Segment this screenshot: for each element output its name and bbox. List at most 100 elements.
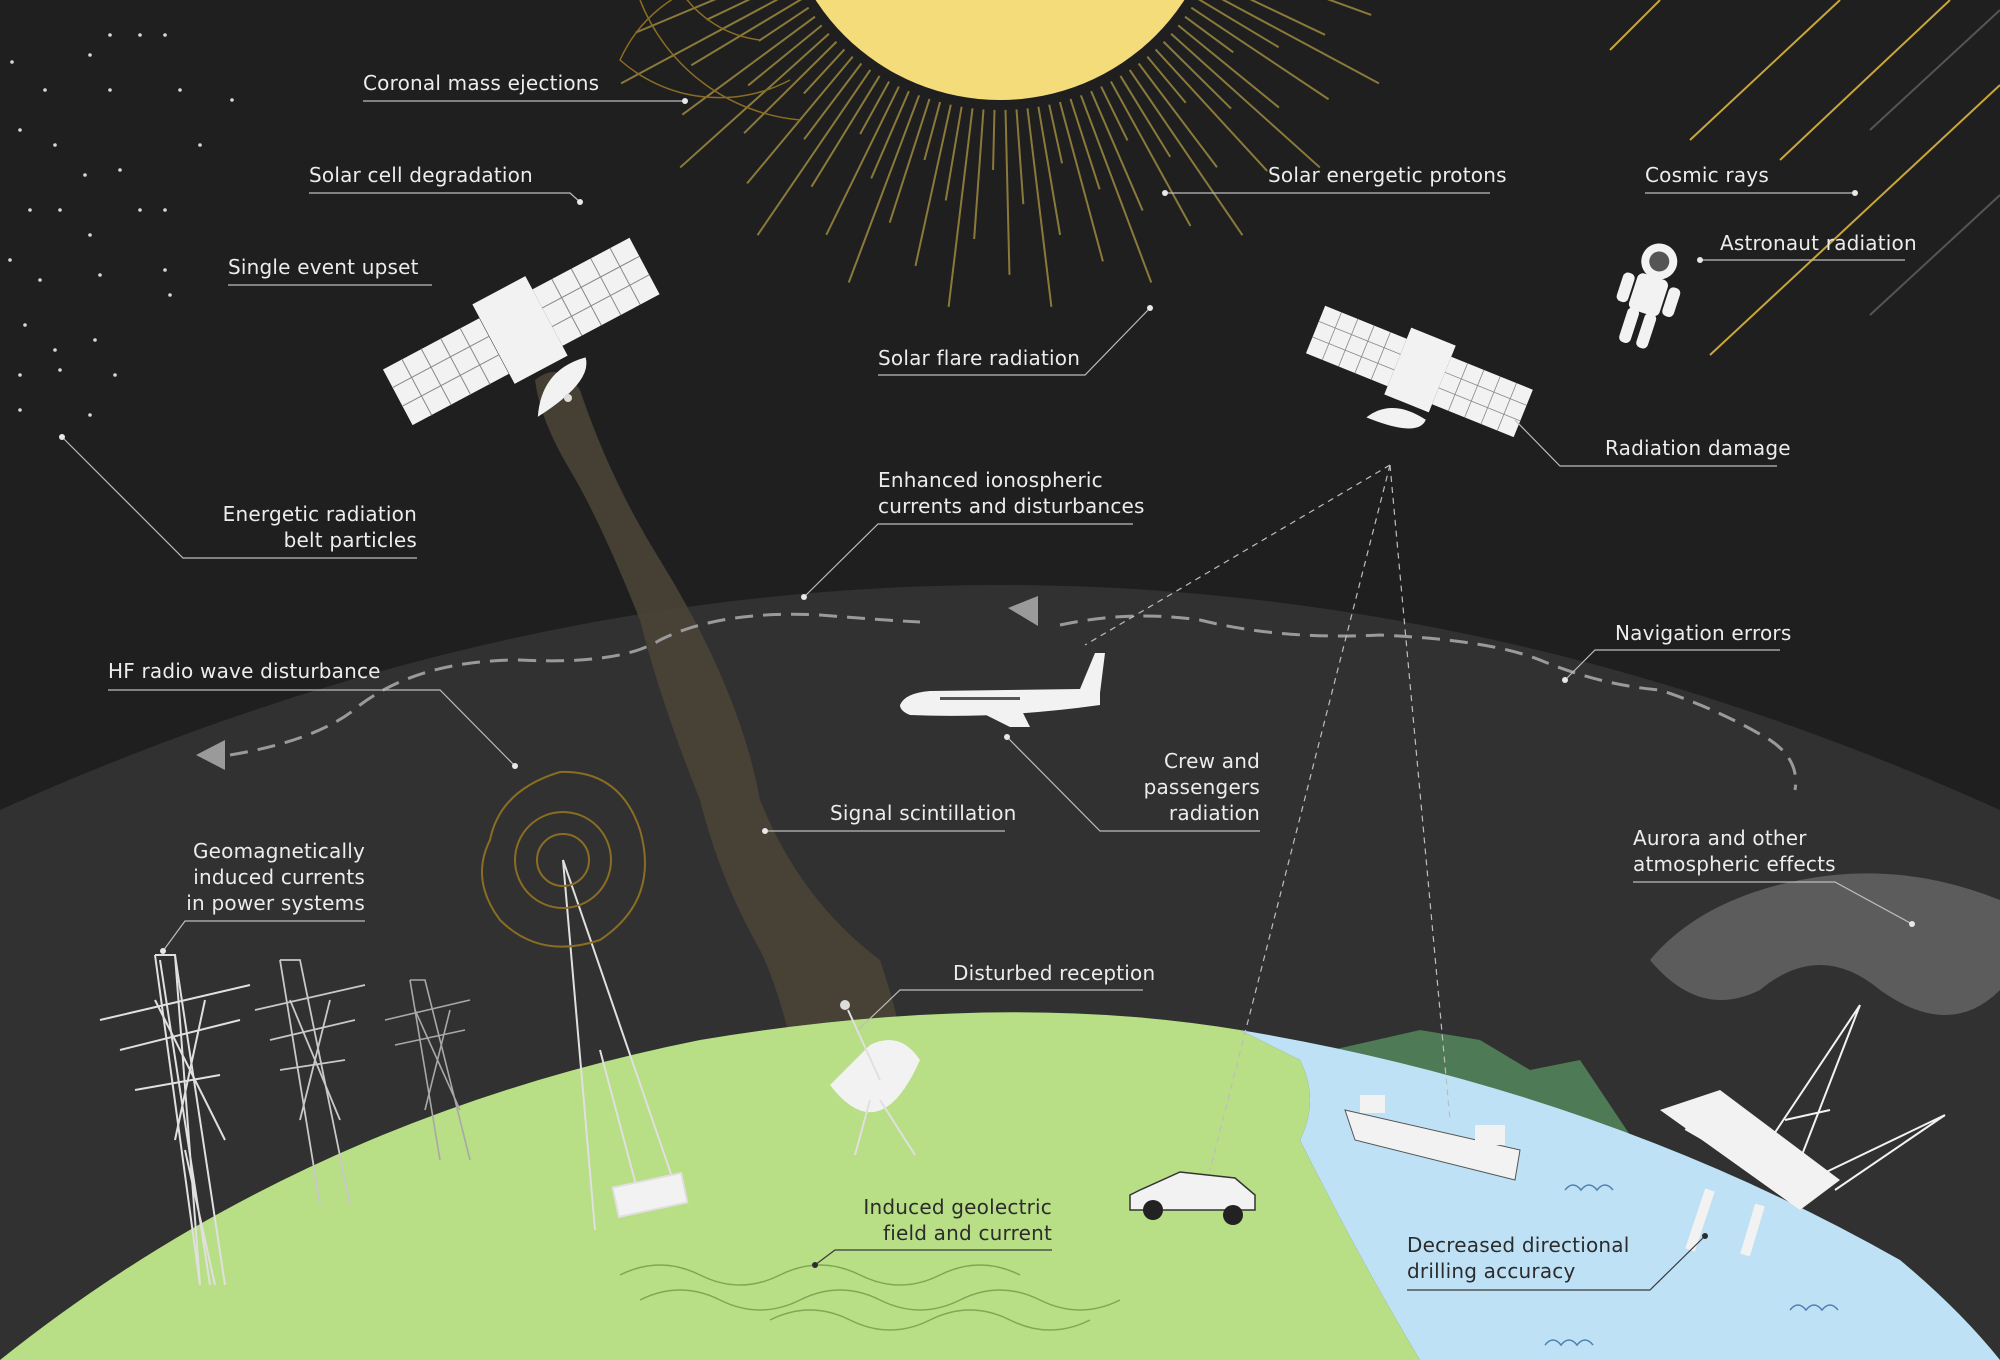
star bbox=[163, 33, 167, 37]
star bbox=[38, 278, 42, 282]
sun-ray bbox=[1110, 81, 1192, 227]
label-crew-and-passengers-radiation-line3: radiation bbox=[1169, 801, 1260, 825]
label-energetic-radiation-belt-particles-line2: belt particles bbox=[284, 528, 417, 552]
sun-ray bbox=[825, 86, 900, 236]
leader-dot bbox=[512, 763, 518, 769]
leader-dot bbox=[1909, 921, 1915, 927]
cosmic-ray-streaks bbox=[1609, 0, 2000, 356]
leader-dot bbox=[577, 199, 583, 205]
ionospheric-path-right bbox=[1059, 614, 1798, 791]
sun-ray bbox=[944, 106, 963, 201]
ground-waves bbox=[619, 1264, 1121, 1331]
star bbox=[8, 258, 12, 262]
sun-ray bbox=[810, 75, 881, 188]
sun-ray bbox=[1198, 0, 1280, 49]
star bbox=[163, 208, 167, 212]
aurora bbox=[1650, 873, 2000, 1015]
starfield bbox=[8, 33, 234, 417]
land bbox=[0, 1012, 1420, 1360]
star bbox=[178, 88, 182, 92]
power-pylon-icon bbox=[384, 979, 471, 1161]
leader-decreased-drilling-accuracy bbox=[1407, 1235, 1706, 1291]
sun-ray bbox=[888, 98, 931, 223]
sun-ray bbox=[1069, 98, 1101, 190]
star bbox=[88, 53, 92, 57]
star bbox=[18, 408, 22, 412]
star bbox=[43, 88, 47, 92]
sun-ray bbox=[1184, 15, 1234, 54]
leader-radiation-damage bbox=[1514, 419, 1777, 467]
satellite-icon bbox=[1305, 305, 1533, 438]
sun-ray bbox=[756, 69, 872, 236]
sun-ray bbox=[1327, 0, 1372, 16]
sun-ray bbox=[1119, 75, 1172, 158]
label-induced-geoelectric-field: Induced geolectric bbox=[863, 1195, 1052, 1219]
sun-ray bbox=[1249, 0, 1326, 36]
sun-ray bbox=[859, 81, 890, 135]
star bbox=[23, 323, 27, 327]
satellite-dish-icon bbox=[830, 1000, 920, 1156]
leader-dot bbox=[1852, 190, 1858, 196]
label-solar-energetic-protons: Solar energetic protons bbox=[1268, 163, 1507, 187]
leader-solar-cell-degradation bbox=[309, 192, 581, 203]
label-navigation-errors: Navigation errors bbox=[1615, 621, 1791, 645]
star bbox=[58, 368, 62, 372]
star bbox=[88, 233, 92, 237]
leader-crew-and-passengers-radiation bbox=[1006, 736, 1260, 832]
astronaut-icon bbox=[1616, 243, 1681, 349]
star bbox=[18, 128, 22, 132]
sun-ray bbox=[1058, 101, 1104, 262]
star bbox=[10, 60, 14, 64]
leader-solar-flare-radiation bbox=[878, 307, 1151, 376]
leader-energetic-radiation-belt-particles bbox=[61, 436, 417, 559]
sun-ray bbox=[1037, 106, 1062, 236]
leader-dot bbox=[1697, 257, 1703, 263]
sun-ray bbox=[706, 0, 751, 21]
label-geomagnetically-induced-currents: Geomagnetically bbox=[193, 839, 365, 863]
sun-ray bbox=[947, 108, 974, 308]
star bbox=[88, 413, 92, 417]
sun-ray bbox=[620, 0, 779, 85]
label-single-event-upset: Single event upset bbox=[228, 255, 419, 279]
power-pylon-icon bbox=[254, 959, 366, 1206]
sun-ray bbox=[1048, 104, 1064, 164]
star bbox=[138, 33, 142, 37]
star bbox=[98, 273, 102, 277]
sun-ray bbox=[1090, 90, 1144, 211]
sun-ray bbox=[681, 15, 816, 116]
power-pylon-icon bbox=[99, 954, 251, 1286]
label-enhanced-ionospheric-currents-line2: currents and disturbances bbox=[878, 494, 1145, 518]
sun-ray bbox=[1137, 62, 1218, 168]
label-coronal-mass-ejections: Coronal mass ejections bbox=[363, 71, 599, 95]
star bbox=[168, 293, 172, 297]
sun-ray bbox=[923, 101, 942, 161]
arrow-left-icon bbox=[196, 740, 225, 770]
label-decreased-drilling-accuracy: Decreased directional bbox=[1407, 1233, 1629, 1257]
label-crew-and-passengers-radiation: Crew and bbox=[1164, 749, 1260, 773]
sun-ray bbox=[973, 109, 985, 240]
label-crew-and-passengers-radiation-line2: passengers bbox=[1144, 775, 1260, 799]
leader-dot bbox=[1702, 1233, 1708, 1239]
label-decreased-drilling-accuracy-line2: drilling accuracy bbox=[1407, 1259, 1576, 1283]
star bbox=[28, 208, 32, 212]
leader-dot bbox=[160, 948, 166, 954]
water bbox=[1240, 1030, 2000, 1360]
sun-ray bbox=[747, 24, 823, 87]
label-enhanced-ionospheric-currents: Enhanced ionospheric bbox=[878, 468, 1103, 492]
label-geomagnetically-induced-currents-line3: in power systems bbox=[186, 891, 365, 915]
sun-ray bbox=[1128, 69, 1244, 236]
sun-ray bbox=[1221, 0, 1380, 85]
sun-ray bbox=[758, 6, 810, 42]
label-hf-radio-wave-disturbance: HF radio wave disturbance bbox=[108, 659, 381, 683]
leader-hf-radio-wave-disturbance bbox=[108, 689, 516, 767]
sun-rays bbox=[620, 0, 1380, 308]
label-signal-scintillation: Signal scintillation bbox=[830, 801, 1017, 825]
label-astronaut-radiation: Astronaut radiation bbox=[1720, 231, 1917, 255]
label-radiation-damage: Radiation damage bbox=[1605, 436, 1791, 460]
star bbox=[138, 208, 142, 212]
star bbox=[113, 373, 117, 377]
sun-ray bbox=[803, 62, 863, 140]
airplane-icon bbox=[900, 653, 1105, 727]
oil-rig-icon bbox=[1660, 1004, 1946, 1257]
